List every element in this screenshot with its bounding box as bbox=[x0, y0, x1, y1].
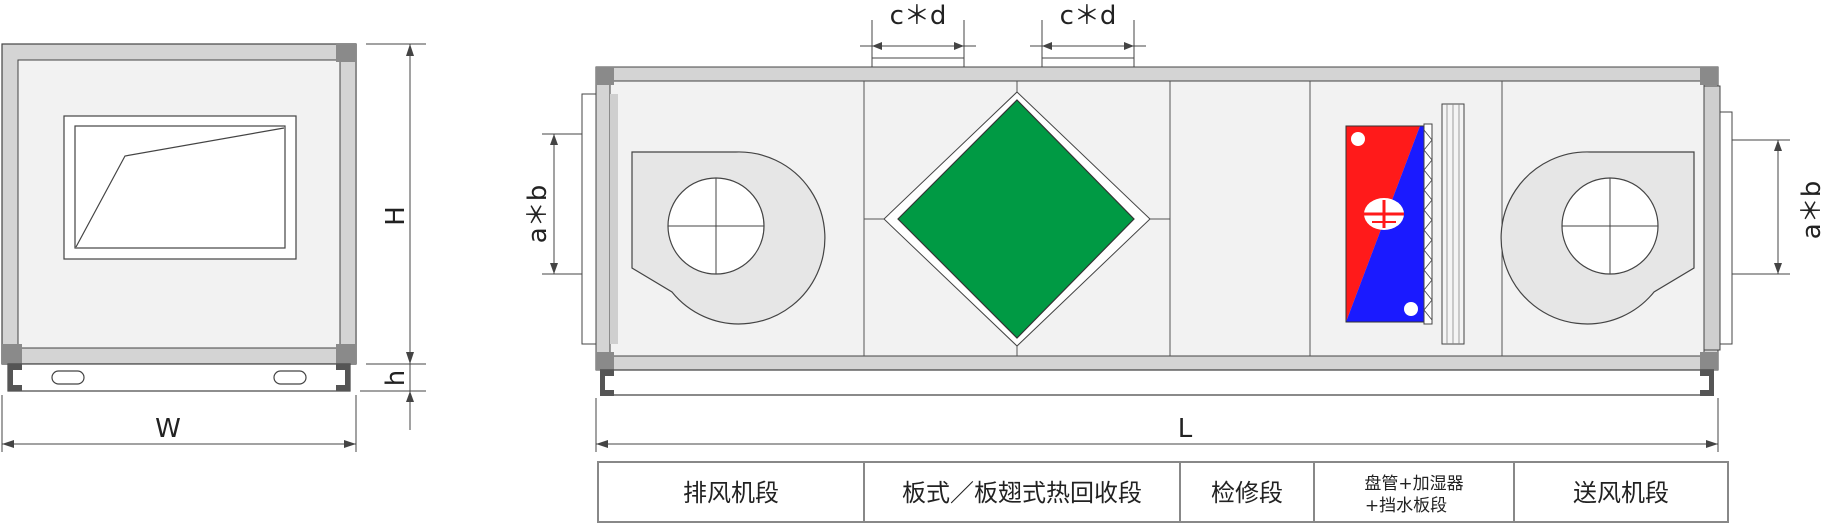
dim-h-label: h bbox=[381, 370, 411, 386]
coil-fins-zigzag bbox=[1423, 129, 1433, 321]
dim-h-arrow-bottom bbox=[406, 391, 414, 402]
dim-right-ab-arrow-top bbox=[1774, 140, 1782, 151]
section-label-coil-line2: +挡水板段 bbox=[1365, 496, 1447, 516]
dim-right-ab-arrow-bottom bbox=[1774, 263, 1782, 274]
dim-L-label: L bbox=[1178, 414, 1193, 444]
right-outlet-strip bbox=[1703, 85, 1721, 351]
coil-dot-bottom bbox=[1404, 302, 1418, 316]
front-bottom-rail bbox=[595, 355, 1719, 371]
section-label-supply-fan: 送风机段 bbox=[1573, 479, 1669, 507]
heat-exchanger bbox=[883, 91, 1151, 347]
top-duct-1-arrow-left bbox=[872, 42, 882, 50]
dim-L-arrow-right bbox=[1706, 440, 1718, 448]
front-corner-tl bbox=[596, 67, 614, 85]
heat-exchanger-core bbox=[897, 99, 1135, 339]
dim-left-ab-arrow-bottom bbox=[550, 263, 558, 274]
top-duct-2-arrow-left bbox=[1042, 42, 1052, 50]
dim-W-arrow-left bbox=[2, 440, 14, 448]
side-base-slot-left bbox=[51, 370, 85, 385]
dim-left-ab-arrow-top bbox=[550, 134, 558, 145]
coil-dot-top bbox=[1351, 132, 1365, 146]
top-duct-2-arrow-right bbox=[1124, 42, 1134, 50]
front-left-post bbox=[595, 80, 611, 357]
top-duct-1: c＊d bbox=[860, 1, 976, 68]
dim-L: L bbox=[595, 398, 1719, 452]
front-corner-bl bbox=[596, 352, 614, 370]
front-view: c＊d c＊d a＊b a＊b bbox=[523, 1, 1825, 523]
side-corner-bl bbox=[2, 344, 22, 364]
section-table-outline bbox=[597, 461, 1729, 523]
coil-fins bbox=[1423, 123, 1433, 325]
dim-H-arrow-top bbox=[406, 44, 414, 56]
dim-W-label: W bbox=[155, 414, 181, 444]
section-label-exhaust-fan: 排风机段 bbox=[683, 479, 779, 507]
side-base-left-channel-inner bbox=[13, 370, 22, 385]
front-base-right-channel-inner bbox=[1700, 376, 1709, 390]
top-duct-2-label: c＊d bbox=[1060, 1, 1117, 31]
front-corner-br bbox=[1700, 352, 1718, 370]
top-duct-1-label: c＊d bbox=[890, 1, 947, 31]
section-label-heat-recovery: 板式／板翅式热回收段 bbox=[902, 479, 1142, 507]
side-base-slot-right bbox=[273, 370, 307, 385]
top-duct-2: c＊d bbox=[1030, 1, 1146, 68]
side-view: H h W bbox=[1, 43, 426, 452]
dim-left-ab-label: a＊b bbox=[523, 185, 553, 243]
dim-left-ab: a＊b bbox=[523, 133, 582, 275]
dim-H-label: H bbox=[381, 206, 411, 226]
front-base-left-channel-inner bbox=[605, 376, 614, 390]
top-duct-1-neck bbox=[871, 57, 965, 68]
top-duct-2-neck bbox=[1041, 57, 1135, 68]
left-inlet-strip bbox=[610, 94, 618, 344]
side-corner-tr bbox=[336, 44, 356, 62]
front-corner-tr bbox=[1700, 67, 1718, 85]
side-right-post bbox=[339, 59, 357, 349]
dim-right-ab-label: a＊b bbox=[1797, 181, 1825, 239]
section-table: 排风机段 板式／板翅式热回收段 检修段 盘管+加湿器 +挡水板段 送风机段 bbox=[597, 461, 1729, 523]
side-corner-br bbox=[336, 344, 356, 364]
dim-right-ab: a＊b bbox=[1732, 139, 1825, 275]
front-top-rail bbox=[595, 66, 1719, 82]
side-base-right-channel-inner bbox=[336, 370, 345, 385]
dim-H-arrow-bottom bbox=[406, 352, 414, 364]
supply-fan bbox=[1500, 151, 1695, 325]
exhaust-fan bbox=[631, 151, 826, 325]
coil-section bbox=[1345, 103, 1465, 345]
dim-L-arrow-left bbox=[596, 440, 608, 448]
left-inlet-flange bbox=[581, 93, 597, 345]
dim-W-arrow-right bbox=[344, 440, 356, 448]
side-window-handle-line bbox=[75, 127, 285, 248]
side-window-inner bbox=[74, 125, 286, 249]
section-label-access: 检修段 bbox=[1211, 479, 1283, 507]
top-duct-1-arrow-right bbox=[954, 42, 964, 50]
section-label-coil-line1: 盘管+加湿器 bbox=[1364, 474, 1463, 494]
